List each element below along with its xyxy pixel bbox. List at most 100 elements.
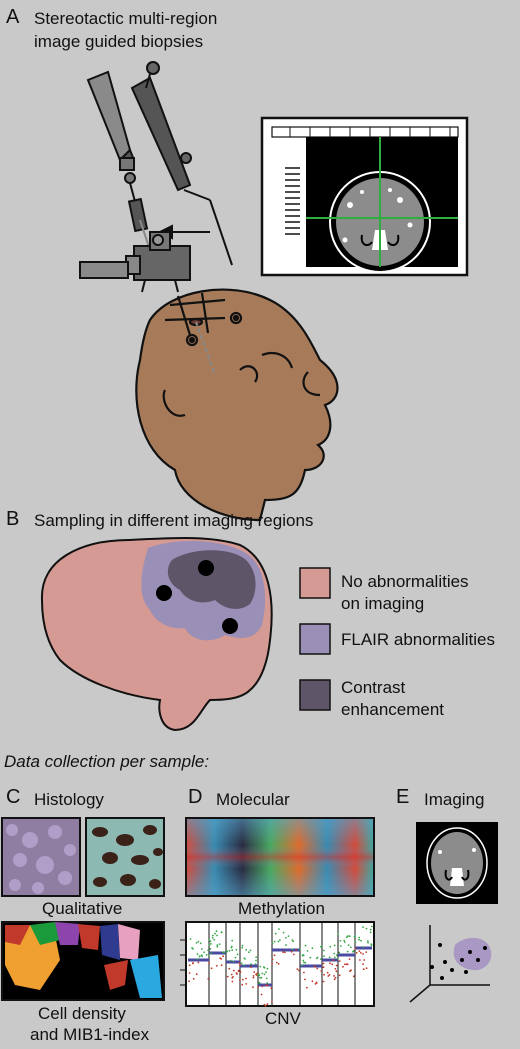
cnv-dot (321, 945, 323, 948)
cnv-dot (346, 950, 349, 953)
imaging-feature-scatter (409, 925, 492, 1003)
cnv-dot (347, 944, 350, 947)
cnv-dot (365, 967, 368, 970)
cnv-dot (322, 966, 325, 969)
cnv-dot (265, 984, 267, 987)
panel-a-letter: A (6, 6, 20, 28)
cnv-dot (250, 966, 253, 969)
cnv-dot (207, 978, 210, 980)
cnv-dot (231, 949, 234, 951)
cnv-dot (256, 972, 259, 975)
cnv-dot (226, 950, 229, 953)
cnv-dot (298, 969, 300, 972)
cnv-dot (188, 972, 191, 974)
cnv-dot (306, 986, 308, 989)
cnv-dot (216, 944, 219, 947)
cnv-dot (333, 952, 336, 955)
cnv-dot (329, 945, 332, 948)
cnv-dot (335, 954, 338, 957)
cnv-dot (362, 953, 364, 955)
cnv-dot (320, 958, 322, 960)
legend-label-normal-line1: No abnormalities (341, 572, 469, 591)
cnv-dot (333, 978, 336, 981)
cnv-dot (331, 963, 334, 966)
cnv-dot (333, 956, 336, 959)
methylation-heatmap (185, 817, 375, 897)
cnv-dot (335, 970, 338, 973)
cnv-dot (208, 939, 211, 941)
cnv-dot (231, 980, 234, 983)
cnv-dot (277, 963, 280, 965)
cnv-dot (238, 961, 241, 964)
cnv-dot (284, 951, 286, 954)
cnv-dot (314, 966, 316, 968)
cnv-dot (258, 981, 261, 984)
legend-swatch-contrast (299, 679, 331, 711)
cnv-dot (245, 949, 248, 951)
panel-d-caption-methylation: Methylation (238, 899, 325, 918)
cnv-dot (241, 983, 244, 986)
cnv-dot (241, 946, 244, 949)
cnv-dot (358, 938, 360, 941)
histology-image-purple (1, 817, 81, 897)
cnv-dot (363, 959, 366, 961)
cnv-dot (311, 980, 314, 983)
cnv-dot (263, 966, 266, 969)
cnv-dot (303, 961, 305, 964)
cnv-dot (208, 962, 211, 964)
cnv-dot (349, 946, 352, 949)
cnv-dot (354, 947, 357, 950)
cnv-dot (370, 943, 373, 945)
patient-head-illustration (135, 288, 339, 522)
cnv-dot (220, 964, 223, 967)
cnv-dot (207, 949, 210, 952)
cnv-dot (358, 950, 361, 952)
cnv-dot (311, 947, 314, 950)
cnv-dot (292, 940, 295, 943)
cnv-dot (323, 955, 325, 957)
cnv-dot (226, 975, 229, 978)
cnv-dot (241, 944, 244, 947)
cnv-dot (218, 943, 221, 945)
cnv-dot (282, 951, 284, 953)
cnv-dot (255, 956, 258, 958)
cnv-dot (222, 955, 225, 958)
cnv-dot (338, 960, 341, 962)
cnv-dot (239, 964, 241, 967)
cnv-dot (354, 935, 356, 937)
cnv-dot (285, 937, 287, 939)
cnv-dot (359, 959, 361, 961)
panel-c-title: Histology (34, 790, 104, 809)
cnv-dot (189, 938, 192, 940)
cnv-dot (315, 957, 318, 960)
cnv-dot (239, 971, 242, 973)
legend-label-normal-line2: on imaging (341, 594, 425, 613)
cnv-dot (345, 963, 348, 966)
cnv-dot (334, 968, 337, 970)
legend-label-flair: FLAIR abnormalities (341, 630, 496, 649)
cnv-dot (292, 953, 295, 956)
cnv-dot (207, 954, 210, 956)
cnv-dot (215, 965, 218, 967)
cnv-dot (271, 962, 273, 965)
cnv-dot (309, 956, 312, 959)
panel-d-title: Molecular (216, 790, 290, 809)
cnv-dot (271, 1000, 273, 1003)
cnv-dot (349, 970, 351, 973)
cnv-dot (273, 954, 276, 957)
cnv-dot (228, 949, 231, 952)
panel-d-letter: D (188, 786, 203, 808)
cnv-dot (270, 987, 273, 990)
cnv-dot (197, 940, 200, 943)
cnv-dot (304, 944, 307, 947)
panel-c-letter: C (6, 786, 21, 808)
cnv-dot (322, 962, 325, 965)
legend-swatch-flair (299, 623, 331, 655)
brain-regions-illustration (40, 536, 273, 732)
cnv-dot (249, 949, 252, 952)
cnv-dot (200, 948, 203, 950)
cnv-dot (261, 972, 264, 975)
cnv-dot (259, 976, 261, 979)
cnv-dot (260, 976, 263, 979)
cnv-dot (229, 959, 232, 962)
